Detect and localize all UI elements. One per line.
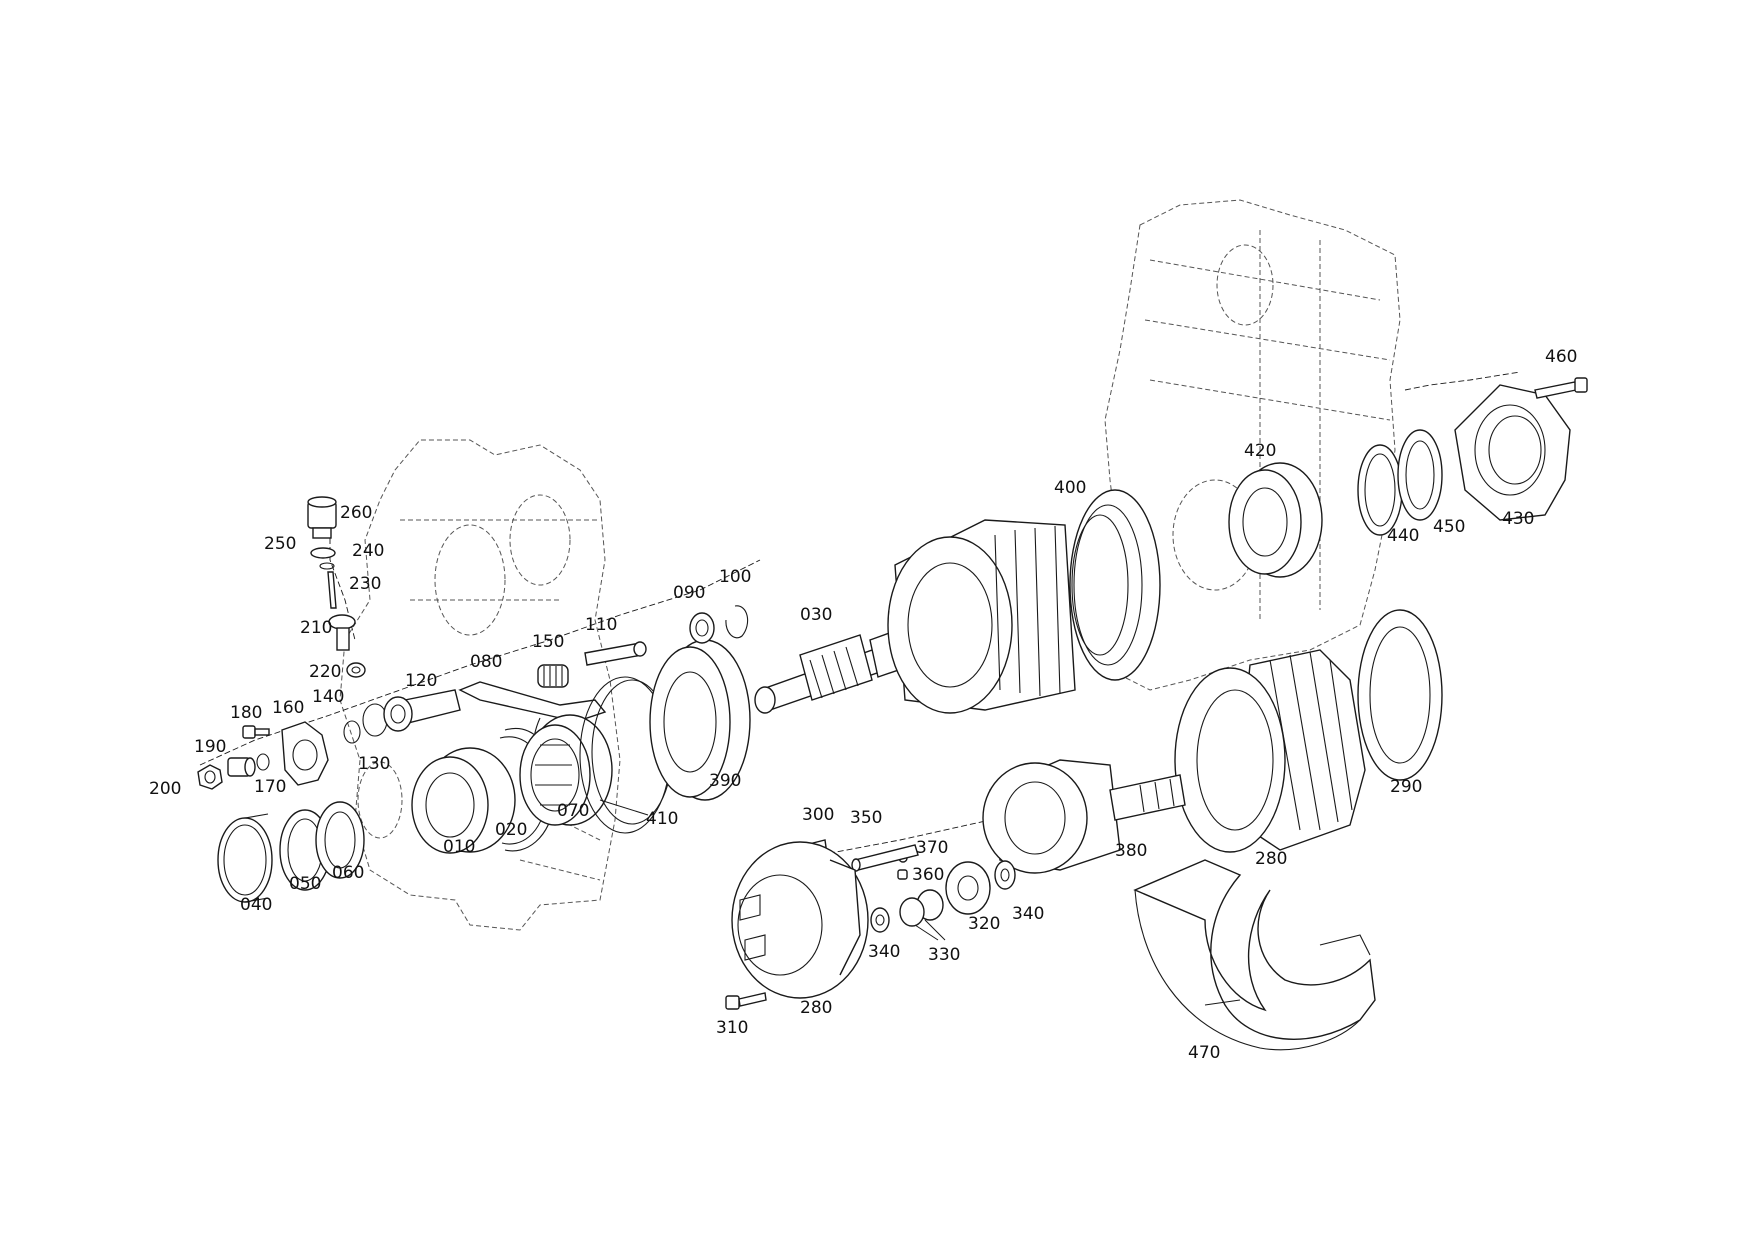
label-470: 470 <box>1188 1043 1220 1063</box>
label-170: 170 <box>254 777 286 797</box>
label-460: 460 <box>1545 347 1577 367</box>
label-100: 100 <box>719 567 751 587</box>
label-140: 140 <box>312 687 344 707</box>
part-350-planet-pin[interactable] <box>851 844 919 872</box>
label-070: 070 <box>557 801 589 821</box>
label-260: 260 <box>340 503 372 523</box>
part-420-bearing[interactable] <box>1228 462 1323 578</box>
part-130-oring[interactable] <box>362 703 388 737</box>
part-340-thrust-washer[interactable] <box>994 860 1016 890</box>
left-housing-outline <box>339 439 621 931</box>
part-310-screw[interactable] <box>725 992 767 1010</box>
part-210-fitting[interactable] <box>328 614 356 651</box>
label-430: 430 <box>1502 509 1534 529</box>
part-280-ring-gear[interactable] <box>1174 649 1366 853</box>
part-460-screw[interactable] <box>1534 377 1588 399</box>
label-220: 220 <box>309 662 341 682</box>
part-190-plug[interactable] <box>227 757 256 777</box>
label-020: 020 <box>495 820 527 840</box>
label-390: 390 <box>709 771 741 791</box>
part-160-flange[interactable] <box>281 721 329 786</box>
label-040: 040 <box>240 895 272 915</box>
part-240-oring[interactable] <box>319 562 335 570</box>
part-170-ring[interactable] <box>256 753 270 771</box>
part-380-carrier-shaft[interactable] <box>982 759 1186 874</box>
label-230: 230 <box>349 574 381 594</box>
part-010-bearing[interactable] <box>411 747 516 854</box>
part-340-thrust-washer-left[interactable] <box>870 907 890 933</box>
label-330: 330 <box>928 945 960 965</box>
part-180-screw[interactable] <box>242 725 270 739</box>
part-470-guard-plate[interactable] <box>1133 859 1376 1051</box>
label-190: 190 <box>194 737 226 757</box>
part-390-bearing[interactable] <box>649 639 751 801</box>
label-110: 110 <box>585 615 617 635</box>
label-010: 010 <box>443 837 475 857</box>
part-230-pin[interactable] <box>327 571 337 609</box>
label-400: 400 <box>1054 478 1086 498</box>
label-440: 440 <box>1387 526 1419 546</box>
part-330-needle-bearing[interactable] <box>899 889 946 941</box>
label-300: 300 <box>802 805 834 825</box>
label-360: 360 <box>912 865 944 885</box>
part-430-cover[interactable] <box>1454 384 1571 521</box>
part-450-seal[interactable] <box>1397 429 1443 521</box>
label-340b: 340 <box>1012 904 1044 924</box>
label-280b: 280 <box>800 998 832 1018</box>
label-210: 210 <box>300 618 332 638</box>
label-050: 050 <box>289 874 321 894</box>
label-120: 120 <box>405 671 437 691</box>
label-030: 030 <box>800 605 832 625</box>
part-260-sensor[interactable] <box>307 496 337 539</box>
part-320-planet-gear[interactable] <box>945 861 991 915</box>
label-340a: 340 <box>868 942 900 962</box>
part-070-synchronizer[interactable] <box>519 714 613 826</box>
label-280a: 280 <box>1255 849 1287 869</box>
callout-labels: 260 250 240 230 210 220 120 080 150 110 … <box>149 347 1577 1063</box>
label-310: 310 <box>716 1018 748 1038</box>
label-090: 090 <box>673 583 705 603</box>
part-200-nut[interactable] <box>197 764 223 790</box>
label-150: 150 <box>532 632 564 652</box>
part-060-seal[interactable] <box>315 801 365 879</box>
part-140-ring[interactable] <box>343 720 361 744</box>
part-220-nut[interactable] <box>346 662 366 678</box>
part-250-washer[interactable] <box>310 547 336 559</box>
part-290-thrust-ring[interactable] <box>1357 609 1443 781</box>
label-420: 420 <box>1244 441 1276 461</box>
label-290: 290 <box>1390 777 1422 797</box>
label-240: 240 <box>352 541 384 561</box>
label-180: 180 <box>230 703 262 723</box>
label-450: 450 <box>1433 517 1465 537</box>
part-100-circlip[interactable] <box>725 605 749 639</box>
label-060: 060 <box>332 863 364 883</box>
label-250: 250 <box>264 534 296 554</box>
part-400-bearing[interactable] <box>1069 489 1161 681</box>
part-upper-ring-gear-drum[interactable] <box>887 519 1076 714</box>
label-200: 200 <box>149 779 181 799</box>
part-440-seal[interactable] <box>1357 444 1403 536</box>
label-080: 080 <box>470 652 502 672</box>
label-350: 350 <box>850 808 882 828</box>
label-380: 380 <box>1115 841 1147 861</box>
label-320: 320 <box>968 914 1000 934</box>
label-160: 160 <box>272 698 304 718</box>
label-370: 370 <box>916 838 948 858</box>
part-150-spring[interactable] <box>537 664 569 688</box>
label-130: 130 <box>358 754 390 774</box>
part-360-ball[interactable] <box>897 869 908 880</box>
part-040-cover-ring[interactable] <box>217 813 273 903</box>
part-120-bushing[interactable] <box>383 689 461 732</box>
part-280-planet-carrier[interactable] <box>731 841 869 999</box>
part-090-bushing[interactable] <box>689 612 715 644</box>
label-410: 410 <box>646 809 678 829</box>
part-110-shaft[interactable] <box>584 641 647 666</box>
